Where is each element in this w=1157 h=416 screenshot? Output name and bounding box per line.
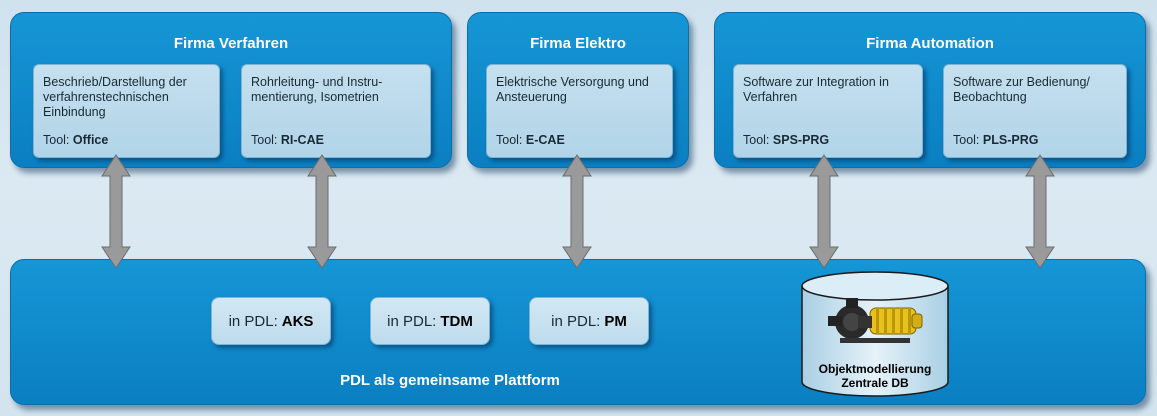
tool-prefix: Tool:: [43, 133, 73, 147]
panel-firma-automation: Firma Automation Software zur Integratio…: [714, 12, 1146, 168]
box-description: Software zur Integration in Verfahren: [743, 75, 889, 104]
box-description: Rohrleitung- und Instru-mentierung, Isom…: [251, 75, 383, 104]
pdl-name: AKS: [281, 312, 314, 330]
database-cylinder-icon: [801, 271, 949, 397]
tool-name: SPS-PRG: [772, 133, 830, 147]
box-description: Beschrieb/Darstellung der verfahrenstech…: [43, 75, 187, 119]
panel-title-elektro: Firma Elektro: [530, 35, 626, 52]
pdl-prefix: in PDL:: [387, 312, 437, 330]
pdl-prefix: in PDL:: [228, 312, 278, 330]
arrow-office-to-pdl: [101, 154, 131, 269]
pdl-prefix: in PDL:: [551, 312, 601, 330]
pdl-box-aks: in PDL:AKS: [211, 297, 331, 345]
panel-title-verfahren: Firma Verfahren: [173, 35, 289, 52]
pump-icon: [828, 298, 923, 343]
arrow-sps-to-pdl: [809, 154, 839, 269]
pdl-name: PM: [604, 312, 627, 330]
panel-firma-elektro: Firma Elektro Elektrische Versorgung und…: [467, 12, 689, 168]
box-elektrische-versorgung: Elektrische Versorgung und Ansteuerung T…: [486, 64, 673, 158]
arrow-pls-to-pdl: [1025, 154, 1055, 269]
panel-title-automation: Firma Automation: [866, 35, 994, 52]
tool-prefix: Tool:: [251, 133, 281, 147]
box-tool: Tool: Office: [43, 133, 108, 148]
tool-name: Office: [72, 133, 109, 147]
database-label-line1: Objektmodellierung: [818, 362, 932, 376]
tool-name: PLS-PRG: [982, 133, 1039, 147]
pdl-box-pm: in PDL:PM: [529, 297, 649, 345]
arrow-ecae-to-pdl: [562, 154, 592, 269]
database-label: Objektmodellierung Zentrale DB: [800, 362, 950, 390]
box-software-integration: Software zur Integration in Verfahren To…: [733, 64, 923, 158]
box-rohrleitung: Rohrleitung- und Instru-mentierung, Isom…: [241, 64, 431, 158]
box-tool: Tool: PLS-PRG: [953, 133, 1038, 148]
box-description: Software zur Bedienung/ Beobachtung: [953, 75, 1090, 104]
tool-prefix: Tool:: [953, 133, 983, 147]
box-description: Elektrische Versorgung und Ansteuerung: [496, 75, 649, 104]
box-software-bedienung: Software zur Bedienung/ Beobachtung Tool…: [943, 64, 1127, 158]
box-tool: Tool: E-CAE: [496, 133, 565, 148]
panel-firma-verfahren: Firma Verfahren Beschrieb/Darstellung de…: [10, 12, 452, 168]
pdl-name: TDM: [440, 312, 473, 330]
tool-prefix: Tool:: [743, 133, 773, 147]
arrow-ricae-to-pdl: [307, 154, 337, 269]
central-database: Objektmodellierung Zentrale DB: [800, 270, 950, 400]
box-tool: Tool: SPS-PRG: [743, 133, 829, 148]
pdl-box-tdm: in PDL:TDM: [370, 297, 490, 345]
tool-name: E-CAE: [525, 133, 565, 147]
tool-prefix: Tool:: [496, 133, 526, 147]
box-beschrieb: Beschrieb/Darstellung der verfahrenstech…: [33, 64, 220, 158]
tool-name: RI-CAE: [280, 133, 324, 147]
box-tool: Tool: RI-CAE: [251, 133, 324, 148]
database-label-line2: Zentrale DB: [841, 376, 909, 390]
platform-label: PDL als gemeinsame Plattform: [340, 372, 560, 389]
